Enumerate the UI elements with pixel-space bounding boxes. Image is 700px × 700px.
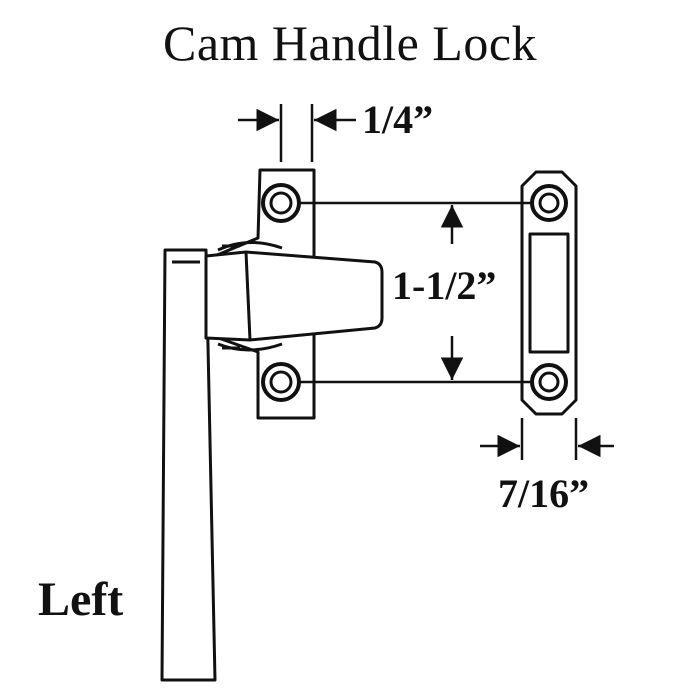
dimension-hole-spacing: 1-1/2” bbox=[392, 263, 497, 308]
dim-width-lines bbox=[480, 418, 614, 460]
dim-quarter-lines bbox=[238, 104, 356, 162]
keeper-slot bbox=[528, 232, 570, 354]
keeper-plate bbox=[520, 170, 578, 416]
cam-tongue bbox=[204, 250, 384, 342]
cam-arcs bbox=[217, 240, 283, 352]
keeper-bottom-hole bbox=[530, 363, 568, 401]
dimension-keeper-width: 7/16” bbox=[498, 471, 590, 516]
hole-reference-lines bbox=[300, 201, 532, 384]
diagram-title: Cam Handle Lock bbox=[162, 15, 538, 71]
keeper-top-hole bbox=[530, 184, 568, 222]
dimension-hole-offset: 1/4” bbox=[362, 97, 434, 142]
top-screw-hole bbox=[261, 183, 301, 223]
handle-lever bbox=[160, 248, 217, 682]
handedness-label: Left bbox=[38, 573, 124, 626]
bottom-screw-hole bbox=[261, 362, 301, 402]
